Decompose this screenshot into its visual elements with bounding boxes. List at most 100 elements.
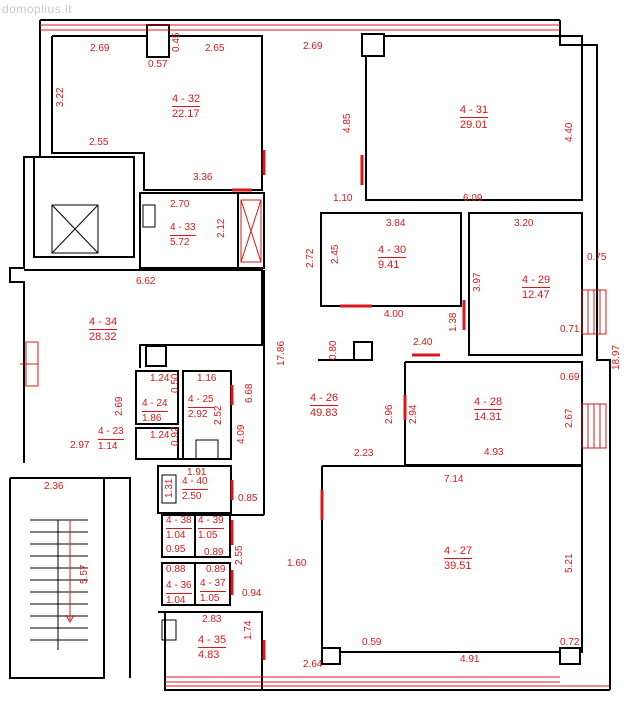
dimension-label: 4.91 (460, 654, 480, 665)
dimension-label: 0.88 (166, 564, 186, 575)
dimension-label: 2.45 (330, 244, 341, 264)
dimension-label: 2.70 (170, 199, 190, 210)
dimension-label: 2.72 (305, 248, 316, 268)
room-id: 4 - 32 (172, 93, 201, 107)
column-d (321, 647, 341, 665)
room-area: 29.01 (460, 119, 488, 131)
dimension-label: 0.59 (362, 637, 382, 648)
dimension-label: 1.31 (164, 478, 175, 498)
room-area: 1.14 (98, 441, 118, 452)
dimension-label: 0.71 (560, 324, 580, 335)
corridor-wall (318, 341, 373, 361)
dimension-label: 2.96 (384, 404, 395, 424)
room-area: 1.04 (166, 530, 186, 541)
outer-wall-right (559, 20, 611, 690)
dimension-label: 2.94 (408, 404, 419, 424)
walls (9, 19, 611, 691)
dimension-label: 6.09 (463, 193, 483, 204)
shaft-wall (104, 477, 131, 678)
dimension-label: 4.85 (342, 113, 353, 133)
room-area: 39.51 (444, 560, 472, 572)
outer-wall-left (9, 20, 41, 463)
room-id: 4 - 30 (378, 244, 407, 258)
dimension-label: 0.72 (560, 637, 580, 648)
dimension-label: 5.57 (79, 564, 90, 584)
dimension-label: 2.69 (114, 396, 125, 416)
elevator-shaft (33, 156, 135, 258)
dimension-label: 1.24 (150, 373, 170, 384)
dimension-label: 2.67 (564, 408, 575, 428)
room-37-wall (194, 562, 231, 606)
dimension-label: 2.55 (89, 137, 109, 148)
room-area: 1.86 (142, 413, 162, 424)
dimension-label: 1.16 (197, 373, 217, 384)
room-id: 4 - 33 (170, 222, 196, 236)
dimension-label: 1.38 (448, 312, 459, 332)
room-id: 4 - 37 (200, 578, 226, 592)
room-area: 5.72 (170, 237, 190, 248)
dimension-label: 2.55 (234, 545, 245, 565)
dimension-label: 4.00 (384, 309, 404, 320)
room-32-wall (51, 35, 263, 191)
room-id: 4 - 27 (444, 545, 473, 559)
room-33-fixture (142, 204, 156, 228)
room-area: 14.31 (474, 411, 502, 423)
room-area: 1.05 (198, 530, 218, 541)
column-b (361, 33, 385, 57)
dimension-label: 17.86 (276, 340, 287, 366)
dimension-label: 0.95 (166, 544, 186, 555)
dimension-label: 3.97 (472, 272, 483, 292)
dimension-label: 1.74 (243, 620, 254, 640)
room-id: 4 - 31 (460, 104, 489, 118)
room-id: 4 - 29 (522, 274, 551, 288)
column-e (559, 647, 581, 665)
room-area: 1.05 (200, 593, 220, 604)
room-id: 4 - 34 (89, 316, 118, 330)
column-c (145, 345, 167, 367)
dimension-label: 0.69 (560, 372, 580, 383)
room-23-fixture (195, 439, 219, 460)
room-29-wall (468, 212, 583, 356)
dimension-label: 0.57 (148, 59, 168, 70)
dimension-label: 2.40 (413, 337, 433, 348)
dimension-label: 2.69 (90, 43, 110, 54)
dimension-label: 2.52 (213, 405, 224, 425)
door-marks (230, 150, 466, 660)
dimension-label: 0.89 (206, 564, 226, 575)
dimension-label: 5.21 (564, 553, 575, 573)
dimension-label: 1.60 (287, 558, 307, 569)
room-35-wall (158, 611, 263, 691)
room-id: 4 - 24 (142, 398, 168, 412)
dimension-label: 0.85 (238, 493, 258, 504)
dimension-label: 4.09 (236, 424, 247, 444)
room-id: 4 - 23 (98, 426, 124, 440)
dimension-label: 3.20 (514, 218, 534, 229)
dimension-label: 2.23 (354, 448, 374, 459)
dimension-label: 18.97 (611, 344, 622, 370)
stair-wall (9, 477, 105, 679)
dimension-label: 6.62 (136, 276, 156, 287)
dimension-label: 6.68 (244, 383, 255, 403)
dimension-label: 1.91 (187, 467, 207, 478)
room-area: 22.17 (172, 108, 200, 120)
room-id: 4 - 28 (474, 396, 503, 410)
dimension-label: 0.45 (171, 32, 182, 52)
room-30-wall (320, 212, 462, 307)
shaft-b (237, 192, 265, 269)
room-area: 49.83 (310, 407, 338, 419)
room-40-fixture (161, 474, 177, 504)
room-area: 4.83 (198, 649, 220, 661)
dimension-label: 2.64 (303, 659, 323, 670)
room-35-fixture (161, 619, 177, 641)
room-id: 4 - 40 (182, 476, 208, 490)
